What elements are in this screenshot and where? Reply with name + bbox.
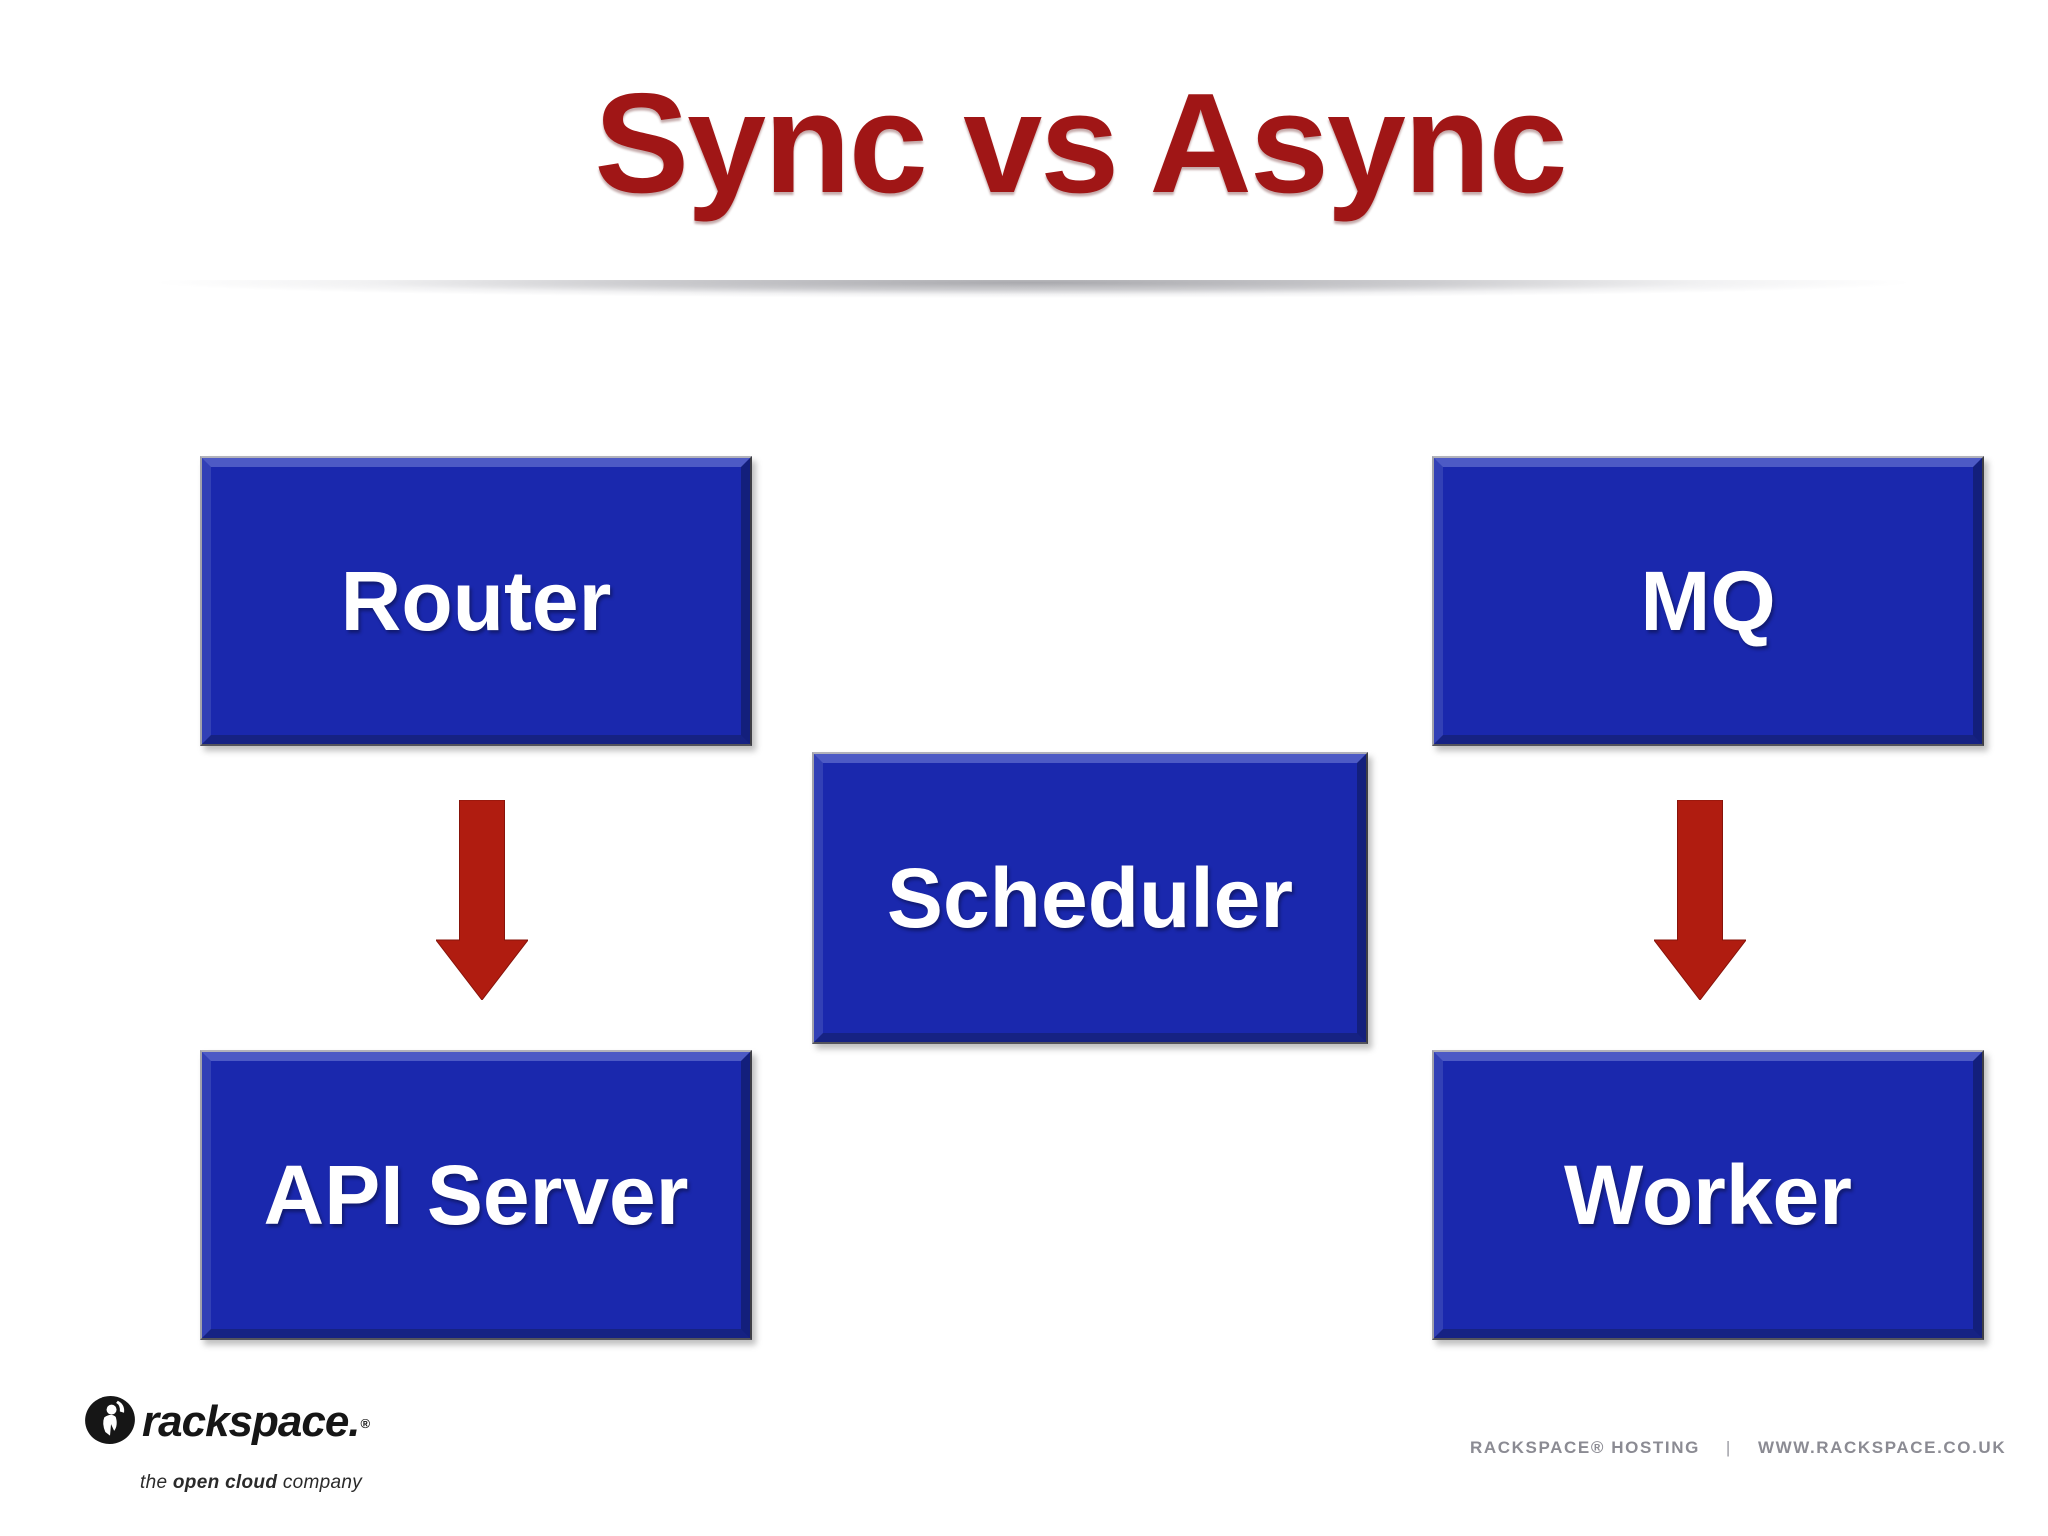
rackspace-logo-icon xyxy=(85,1396,135,1444)
box-api-server-label: API Server xyxy=(263,1147,689,1242)
box-api-server: API Server xyxy=(200,1050,752,1340)
registered-mark: ® xyxy=(360,1416,371,1431)
box-mq-face: MQ xyxy=(1434,458,1982,744)
page-title: Sync vs Async xyxy=(594,64,1567,223)
footer-meta: RACKSPACE® HOSTING | WWW.RACKSPACE.CO.UK xyxy=(1470,1438,2006,1458)
down-arrow-router-to-api-server-icon xyxy=(436,800,528,1000)
footer-url-text: WWW.RACKSPACE.CO.UK xyxy=(1757,1438,2007,1457)
rackspace-logo: rackspace.® xyxy=(84,1394,371,1446)
box-worker-label: Worker xyxy=(1564,1147,1852,1242)
box-api-server-face: API Server xyxy=(202,1052,750,1338)
rackspace-wordmark: rackspace.® xyxy=(142,1397,371,1446)
box-mq: MQ xyxy=(1432,456,1984,746)
footer-hosting-text: RACKSPACE® HOSTING xyxy=(1470,1438,1700,1457)
box-mq-label: MQ xyxy=(1640,553,1776,648)
footer-separator: | xyxy=(1725,1438,1732,1457)
title-divider xyxy=(78,280,1988,299)
box-scheduler: Scheduler xyxy=(812,752,1368,1044)
box-worker-face: Worker xyxy=(1434,1052,1982,1338)
box-router: Router xyxy=(200,456,752,746)
box-scheduler-face: Scheduler xyxy=(814,754,1366,1042)
box-router-label: Router xyxy=(340,553,612,648)
rackspace-tagline: the open cloud company xyxy=(140,1472,363,1493)
box-scheduler-label: Scheduler xyxy=(886,850,1294,945)
down-arrow-mq-to-worker-icon xyxy=(1654,800,1746,1000)
box-router-face: Router xyxy=(202,458,750,744)
box-worker: Worker xyxy=(1432,1050,1984,1340)
